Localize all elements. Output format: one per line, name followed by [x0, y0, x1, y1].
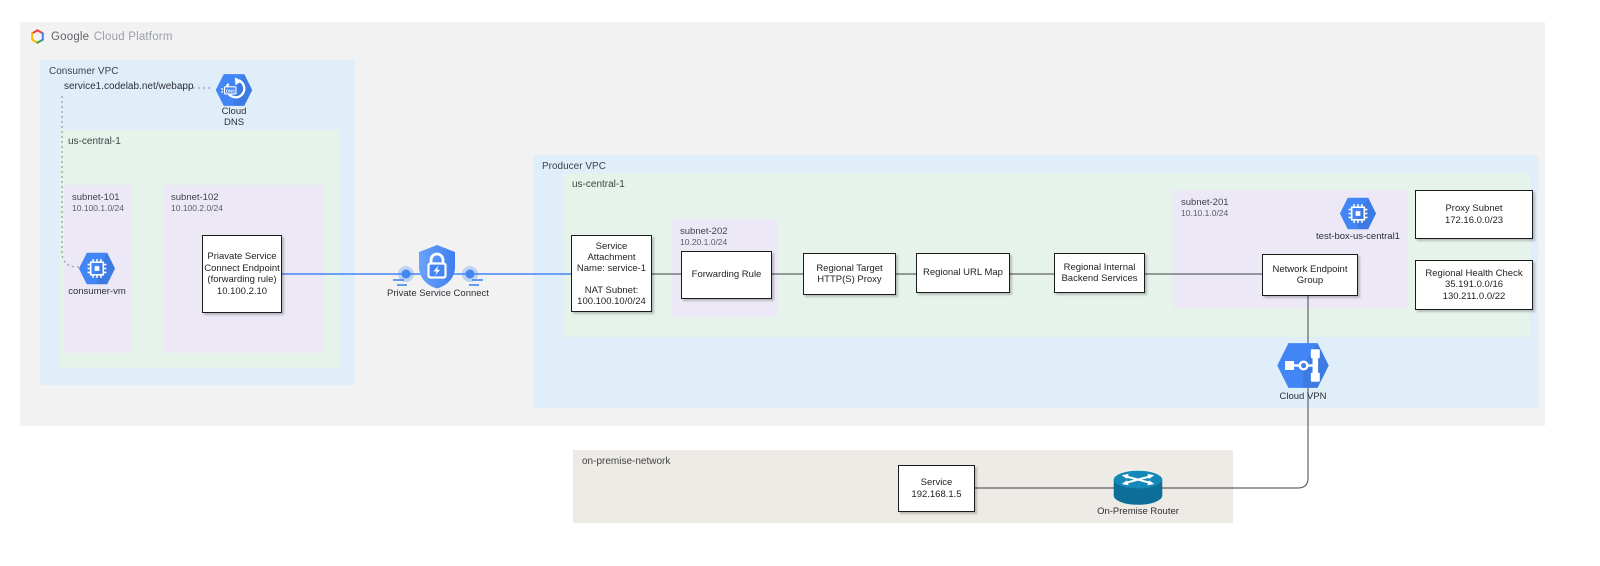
on-premise-router-label: On-Premise Router: [1097, 506, 1179, 517]
on-premise-label: on-premise-network: [582, 456, 671, 467]
cloud-vpn-label: Cloud VPN: [1279, 391, 1327, 402]
regional-internal-backend-box: Regional Internal Backend Services: [1054, 253, 1145, 293]
brand-google: Google: [51, 31, 90, 43]
service-attachment-box: Service Attachment Name: service-1 NAT S…: [571, 235, 652, 312]
consumer-vm-label: consumer-vm: [68, 286, 126, 297]
subnet-101-name: subnet-101: [72, 192, 120, 203]
cloud-dns-label-line2: DNS: [223, 117, 245, 128]
subnet-102-cidr: 10.100.2.0/24: [171, 203, 223, 213]
regional-target-proxy-box: Regional Target HTTP(S) Proxy: [803, 253, 896, 295]
cloud-vpn-icon: [1276, 342, 1330, 394]
consumer-vpc-label: Consumer VPC: [49, 66, 119, 77]
subnet-202-cidr: 10.20.1.0/24: [680, 237, 728, 247]
subnet-201-cidr: 10.10.1.0/24: [1181, 208, 1229, 218]
svg-text:DNS: DNS: [226, 88, 235, 93]
producer-region-label: us-central-1: [572, 179, 625, 190]
subnet-201-name: subnet-201: [1181, 197, 1229, 208]
cloud-dns-label-line1: Cloud: [221, 106, 247, 117]
regional-health-check-box: Regional Health Check 35.191.0.0/16 130.…: [1415, 260, 1533, 310]
psc-endpoint-box: Priavate Service Connect Endpoint (forwa…: [202, 235, 282, 313]
on-premise-service-box: Service 192.168.1.5: [898, 465, 975, 512]
psc-label: Private Service Connect: [387, 288, 489, 299]
test-box-vm-icon: [1339, 197, 1377, 235]
psc-connection-dots: [393, 266, 483, 286]
google-cloud-logo: Google Cloud Platform: [30, 27, 173, 45]
subnet-202-name: subnet-202: [680, 226, 728, 237]
on-premise-router-icon: [1110, 467, 1166, 514]
google-cloud-logo-icon: [31, 28, 44, 44]
brand-cloud-platform: Cloud Platform: [93, 31, 173, 43]
network-endpoint-group-box: Network Endpoint Group: [1262, 254, 1358, 296]
consumer-vm-icon: [78, 252, 116, 290]
private-service-connect-icon: [416, 244, 458, 295]
cloud-dns-icon: DNS: [215, 73, 253, 112]
producer-vpc-label: Producer VPC: [542, 161, 606, 172]
subnet-102-name: subnet-102: [171, 192, 219, 203]
consumer-region-label: us-central-1: [68, 136, 121, 147]
test-box-label: test-box-us-central1: [1316, 231, 1400, 242]
regional-url-map-box: Regional URL Map: [916, 253, 1010, 293]
forwarding-rule-box: Forwarding Rule: [681, 251, 772, 299]
dns-hostname: service1.codelab.net/webapp: [64, 81, 194, 92]
proxy-subnet-box: Proxy Subnet 172.16.0.0/23: [1415, 190, 1533, 239]
subnet-101-cidr: 10.100.1.0/24: [72, 203, 124, 213]
